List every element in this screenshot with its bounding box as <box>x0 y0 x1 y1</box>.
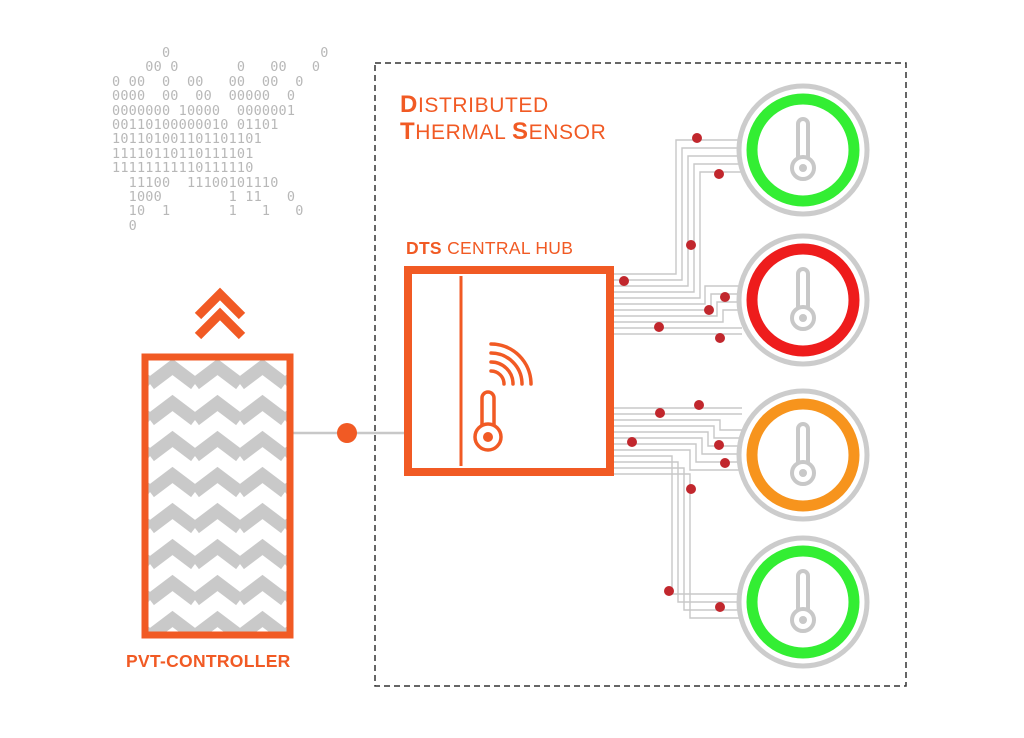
sensor-status-ring <box>746 243 860 357</box>
thermometer-icon <box>790 569 816 633</box>
title-text-2: HERMAL <box>415 121 513 144</box>
title-text-1: ISTRIBUTED <box>417 94 549 117</box>
hub-label-bold: DTS <box>406 238 442 258</box>
thermometer-icon <box>790 117 816 181</box>
double-chevron-up-icon <box>194 287 246 340</box>
thermometer-icon <box>790 267 816 331</box>
sensor-status-ring <box>746 545 860 659</box>
wireless-signal-icon <box>489 342 533 386</box>
wire-bundles <box>610 139 745 619</box>
thermometer-icon <box>473 390 503 452</box>
link-node <box>337 423 357 443</box>
sensor-status-ring <box>746 93 860 207</box>
sensor-status-ring <box>746 398 860 512</box>
hub-label: DTS CENTRAL HUB <box>406 238 573 259</box>
dts-boundary <box>374 62 907 687</box>
title-text-3: ENSOR <box>528 121 607 144</box>
sensor-4[interactable] <box>736 535 870 669</box>
thermometer-icon <box>790 422 816 486</box>
title-initial-s: S <box>512 118 529 145</box>
title-initial-t: T <box>400 118 416 145</box>
sensor-3[interactable] <box>736 388 870 522</box>
title-initial-d: D <box>400 91 418 118</box>
hub-label-rest: CENTRAL HUB <box>441 238 574 258</box>
sensor-2[interactable] <box>736 233 870 367</box>
diagram-title: DISTRIBUTED THERMAL SENSOR <box>400 92 606 146</box>
dts-central-hub[interactable] <box>404 266 614 476</box>
connection-nodes <box>619 133 730 612</box>
controller-label: PVT-CONTROLLER <box>126 651 291 671</box>
pvt-controller-box[interactable] <box>141 353 294 639</box>
binary-data-art: 0 0 00 0 0 00 0 0 00 0 00 00 00 0 0000 0… <box>112 45 329 234</box>
sensor-1[interactable] <box>736 83 870 217</box>
